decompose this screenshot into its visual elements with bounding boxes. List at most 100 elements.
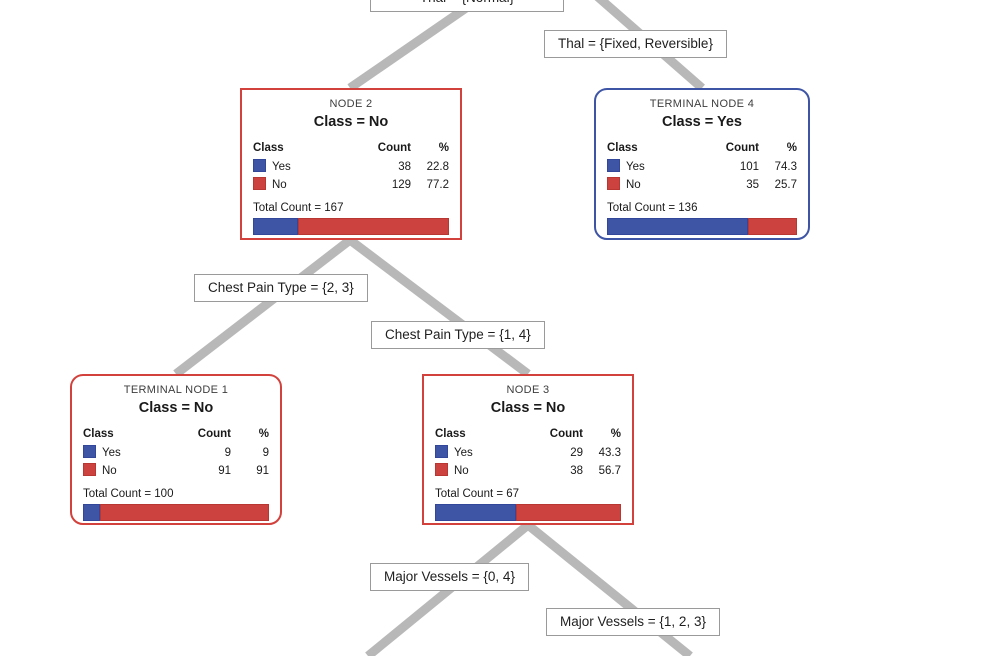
table-row: No 35 25.7 bbox=[607, 176, 797, 194]
table-row: Yes 9 9 bbox=[83, 444, 269, 462]
table-header-row: Class Count % bbox=[253, 141, 449, 158]
row-percent-cell: 74.3 bbox=[774, 160, 797, 173]
row-class-label: No bbox=[626, 179, 641, 191]
node-stats-table: Class Count % Yes 38 22.8 No 129 77.2 bbox=[253, 141, 449, 194]
node-total-count: Total Count = 136 bbox=[607, 202, 698, 214]
distribution-segment-no bbox=[748, 218, 797, 235]
header-percent: % bbox=[258, 428, 269, 440]
header-percent: % bbox=[610, 428, 621, 440]
row-class-cell: No bbox=[607, 176, 683, 194]
node-title: TERMINAL NODE 1 bbox=[123, 384, 229, 396]
node-class-label: Class = Yes bbox=[662, 114, 742, 130]
node-total-count: Total Count = 167 bbox=[253, 202, 344, 214]
header-count: Count bbox=[377, 142, 411, 154]
row-class-cell: Yes bbox=[435, 444, 509, 462]
table-header-row: Class Count % bbox=[435, 427, 621, 444]
node-distribution-bar bbox=[253, 218, 449, 235]
table-row: No 91 91 bbox=[83, 462, 269, 480]
row-class-label: No bbox=[272, 179, 287, 191]
class-yes-swatch-icon bbox=[253, 159, 266, 172]
class-no-swatch-icon bbox=[253, 177, 266, 190]
row-class-label: Yes bbox=[626, 161, 645, 173]
node-title: NODE 3 bbox=[506, 384, 550, 396]
row-class-label: No bbox=[102, 465, 117, 477]
edge-label-split-thal-fixed-reversible: Thal = {Fixed, Reversible} bbox=[544, 30, 727, 58]
row-count-cell: 129 bbox=[391, 178, 411, 191]
distribution-segment-yes bbox=[607, 218, 749, 235]
class-no-swatch-icon bbox=[435, 463, 448, 476]
header-class: Class bbox=[253, 142, 284, 154]
tree-node-terminal-node-4[interactable]: TERMINAL NODE 4 Class = Yes Class Count … bbox=[594, 88, 810, 240]
header-percent: % bbox=[438, 142, 449, 154]
node-title: TERMINAL NODE 4 bbox=[649, 98, 755, 110]
header-count: Count bbox=[725, 142, 759, 154]
node-title: NODE 2 bbox=[329, 98, 373, 110]
node-distribution-bar bbox=[435, 504, 621, 521]
node-class-label: Class = No bbox=[138, 400, 214, 416]
row-count-cell: 29 bbox=[570, 446, 583, 459]
row-percent-cell: 91 bbox=[256, 464, 269, 477]
row-percent-cell: 43.3 bbox=[598, 446, 621, 459]
row-count-cell: 9 bbox=[224, 446, 231, 459]
distribution-segment-no bbox=[297, 218, 449, 235]
table-row: No 129 77.2 bbox=[253, 176, 449, 194]
node-distribution-bar bbox=[83, 504, 269, 521]
row-class-label: Yes bbox=[454, 447, 473, 459]
edge-label-split-chest-pain-2-3: Chest Pain Type = {2, 3} bbox=[194, 274, 368, 302]
distribution-segment-no bbox=[99, 504, 269, 521]
row-class-cell: No bbox=[83, 462, 157, 480]
table-row: Yes 38 22.8 bbox=[253, 158, 449, 176]
row-count-cell: 101 bbox=[739, 160, 759, 173]
row-count-cell: 91 bbox=[218, 464, 231, 477]
class-yes-swatch-icon bbox=[83, 445, 96, 458]
edge-label-split-major-vessels-1-2-3: Major Vessels = {1, 2, 3} bbox=[546, 608, 720, 636]
header-count: Count bbox=[197, 428, 231, 440]
row-class-cell: Yes bbox=[83, 444, 157, 462]
row-count-cell: 35 bbox=[746, 178, 759, 191]
table-header-row: Class Count % bbox=[83, 427, 269, 444]
header-class: Class bbox=[435, 428, 466, 440]
row-class-cell: No bbox=[253, 176, 332, 194]
node-total-count: Total Count = 100 bbox=[83, 488, 174, 500]
node-stats-table: Class Count % Yes 9 9 No 91 91 bbox=[83, 427, 269, 480]
class-no-swatch-icon bbox=[607, 177, 620, 190]
node-distribution-bar bbox=[607, 218, 797, 235]
edge-node2-to-node3 bbox=[347, 236, 531, 378]
distribution-segment-yes bbox=[253, 218, 298, 235]
row-count-cell: 38 bbox=[570, 464, 583, 477]
row-percent-cell: 22.8 bbox=[426, 160, 449, 173]
distribution-segment-no bbox=[515, 504, 621, 521]
edge-label-split-thal-normal: Thal = {Normal} bbox=[370, 0, 564, 12]
row-count-cell: 38 bbox=[398, 160, 411, 173]
row-percent-cell: 56.7 bbox=[598, 464, 621, 477]
header-percent: % bbox=[786, 142, 797, 154]
class-no-swatch-icon bbox=[83, 463, 96, 476]
edge-node3-right bbox=[525, 521, 693, 656]
row-class-label: Yes bbox=[272, 161, 291, 173]
row-percent-cell: 25.7 bbox=[774, 178, 797, 191]
node-stats-table: Class Count % Yes 29 43.3 No 38 56.7 bbox=[435, 427, 621, 480]
row-percent-cell: 77.2 bbox=[426, 178, 449, 191]
node-class-label: Class = No bbox=[313, 114, 389, 130]
tree-node-terminal-node-1[interactable]: TERMINAL NODE 1 Class = No Class Count %… bbox=[70, 374, 282, 525]
row-percent-cell: 9 bbox=[262, 446, 269, 459]
edge-node2-to-node1 bbox=[173, 236, 353, 378]
class-yes-swatch-icon bbox=[607, 159, 620, 172]
distribution-segment-yes bbox=[435, 504, 516, 521]
tree-node-node-3[interactable]: NODE 3 Class = No Class Count % Yes 29 4… bbox=[422, 374, 634, 525]
table-row: No 38 56.7 bbox=[435, 462, 621, 480]
node-class-label: Class = No bbox=[490, 400, 566, 416]
header-class: Class bbox=[607, 142, 638, 154]
table-row: Yes 101 74.3 bbox=[607, 158, 797, 176]
edge-root-to-node2 bbox=[347, 4, 469, 92]
row-class-cell: Yes bbox=[253, 158, 332, 176]
table-header-row: Class Count % bbox=[607, 141, 797, 158]
header-class: Class bbox=[83, 428, 114, 440]
table-row: Yes 29 43.3 bbox=[435, 444, 621, 462]
edge-label-split-major-vessels-0-4: Major Vessels = {0, 4} bbox=[370, 563, 529, 591]
tree-node-node-2[interactable]: NODE 2 Class = No Class Count % Yes 38 2… bbox=[240, 88, 462, 240]
row-class-label: Yes bbox=[102, 447, 121, 459]
row-class-cell: Yes bbox=[607, 158, 683, 176]
class-yes-swatch-icon bbox=[435, 445, 448, 458]
